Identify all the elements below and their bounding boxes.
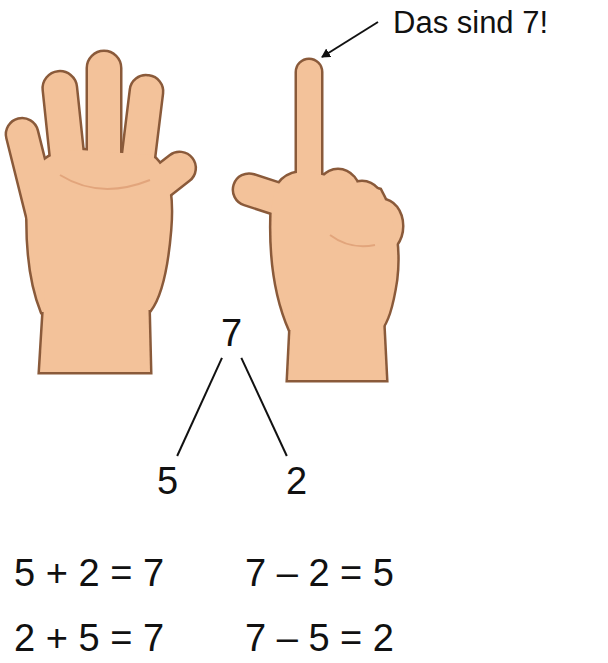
equation: 5 + 2 = 7 <box>14 553 164 595</box>
equation: 2 + 5 = 7 <box>14 618 164 660</box>
number-text: 5 <box>157 461 178 503</box>
left-hand <box>4 52 201 372</box>
callout-arrow <box>322 22 378 57</box>
right-hand-outline <box>230 60 402 380</box>
palm-crease <box>60 175 150 189</box>
equation: 7 – 5 = 2 <box>245 618 394 660</box>
left-hand-outline <box>4 52 201 372</box>
bond-number: 2 <box>282 460 311 504</box>
bond-line <box>241 358 287 456</box>
number-text: 7 <box>221 313 242 355</box>
bond-line <box>177 358 222 456</box>
right-hand <box>230 60 402 380</box>
callout-text: Das sind 7! <box>393 6 548 40</box>
knuckle-crease <box>330 235 375 246</box>
number-text: 2 <box>286 461 307 503</box>
bond-number: 5 <box>153 460 182 504</box>
bond-number: 7 <box>217 312 246 356</box>
equation: 7 – 2 = 5 <box>245 553 394 595</box>
